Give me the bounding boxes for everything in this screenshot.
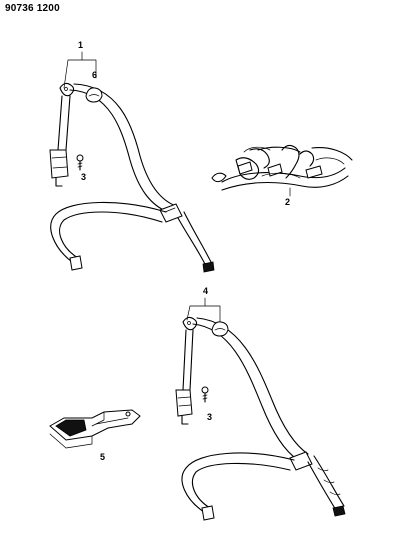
callout-6: 6 xyxy=(92,70,98,80)
screw-lower xyxy=(201,386,209,403)
callout-4: 4 xyxy=(203,286,209,296)
callout-3-upper: 3 xyxy=(81,172,87,182)
document-code: 90736 1200 xyxy=(5,3,60,14)
callout-5: 5 xyxy=(100,452,106,462)
callout-1: 1 xyxy=(78,40,84,50)
front-seat-belt-assembly-lower xyxy=(175,297,346,521)
front-seat-belt-assembly-upper xyxy=(49,51,215,273)
callout-2: 2 xyxy=(285,197,291,207)
rear-seat-belt-assembly xyxy=(211,144,353,197)
seat-belt-buckle xyxy=(49,409,141,449)
callout-3-lower: 3 xyxy=(207,412,213,422)
anchor-cover-cap-lower xyxy=(211,321,229,337)
anchor-cover-cap-upper xyxy=(85,87,103,103)
screw-upper xyxy=(76,154,84,171)
